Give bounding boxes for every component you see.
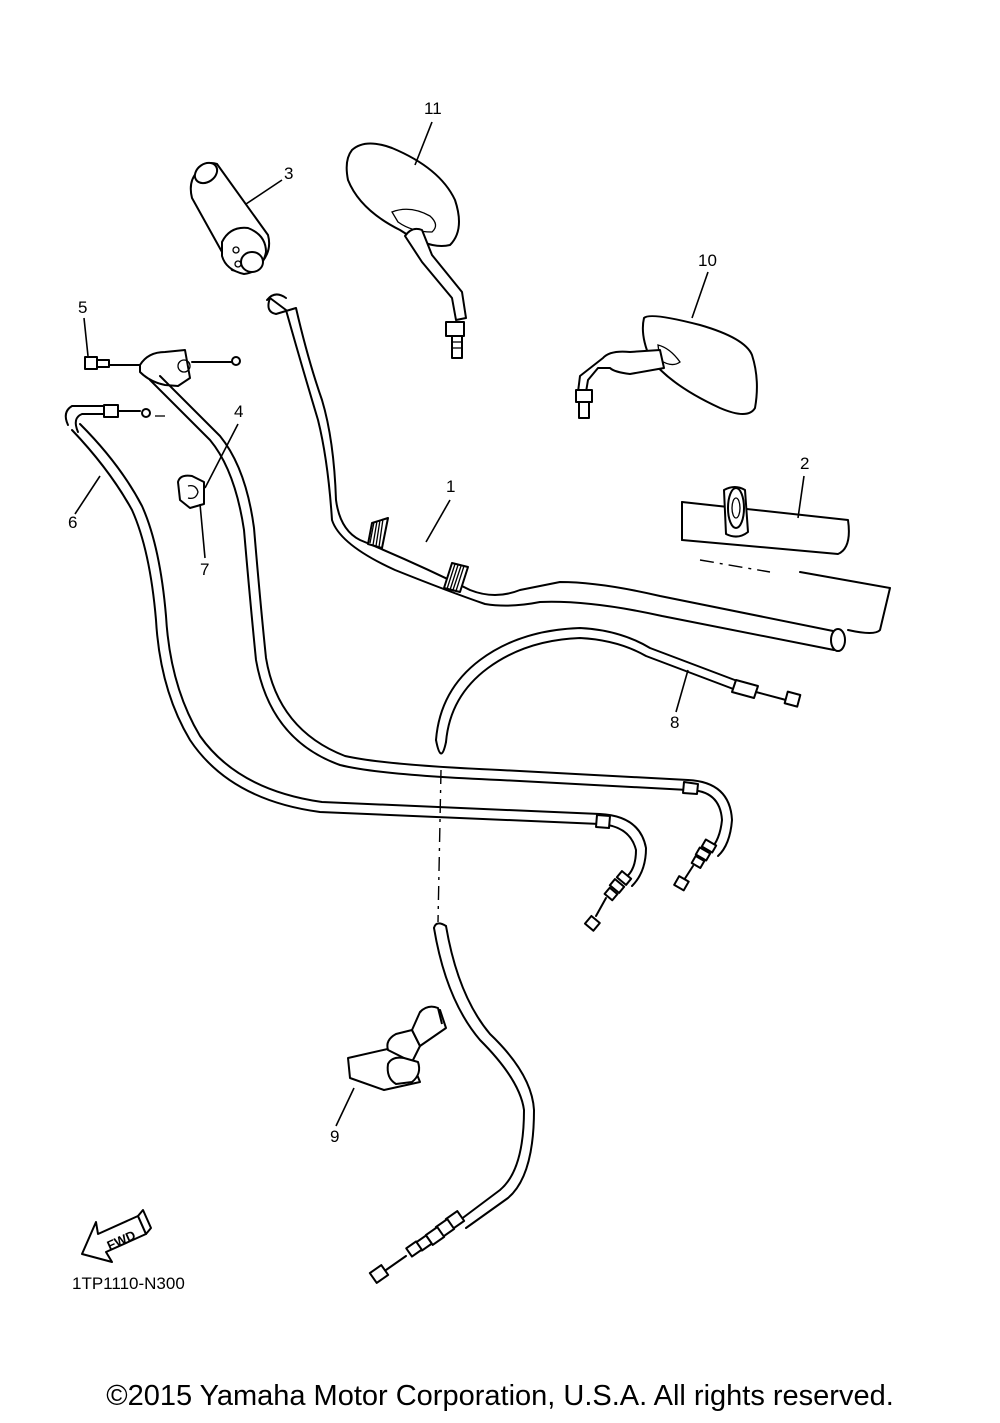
callout-5: 5 [78, 298, 87, 317]
diagram-code: 1TP1110-N300 [72, 1274, 185, 1293]
callout-2: 2 [800, 454, 809, 473]
grip-part-2[interactable] [681, 486, 850, 555]
cable-bracket[interactable] [109, 349, 241, 387]
callout-3: 3 [284, 164, 293, 183]
callout-1: 1 [446, 477, 455, 496]
fwd-arrow-icon: FWD [81, 1209, 152, 1263]
callout-10: 10 [698, 251, 717, 270]
clutch-cable-part-8[interactable] [368, 627, 802, 1284]
handlebar-part-1[interactable] [266, 293, 891, 652]
callout-6: 6 [68, 513, 77, 532]
callout-4: 4 [234, 402, 243, 421]
callout-8: 8 [670, 713, 679, 732]
grip-part-3[interactable] [189, 159, 271, 275]
bolt-part-5[interactable] [84, 356, 110, 370]
callout-9: 9 [330, 1127, 339, 1146]
throttle-cable-part-6[interactable] [64, 404, 647, 932]
leader-lines [74, 121, 805, 1127]
callout-7: 7 [200, 560, 209, 579]
cable-holder-part-9[interactable] [347, 1005, 447, 1091]
clamp-part-7[interactable] [177, 474, 205, 509]
mirror-part-11[interactable] [345, 142, 467, 359]
copyright-notice: ©2015 Yamaha Motor Corporation, U.S.A. A… [106, 1380, 894, 1412]
callout-11: 11 [424, 99, 442, 118]
mirror-part-10[interactable] [575, 315, 758, 419]
throttle-cable-part-4[interactable] [149, 375, 733, 892]
callout-labels: 11 3 10 5 4 2 1 6 7 8 9 [68, 99, 809, 1146]
